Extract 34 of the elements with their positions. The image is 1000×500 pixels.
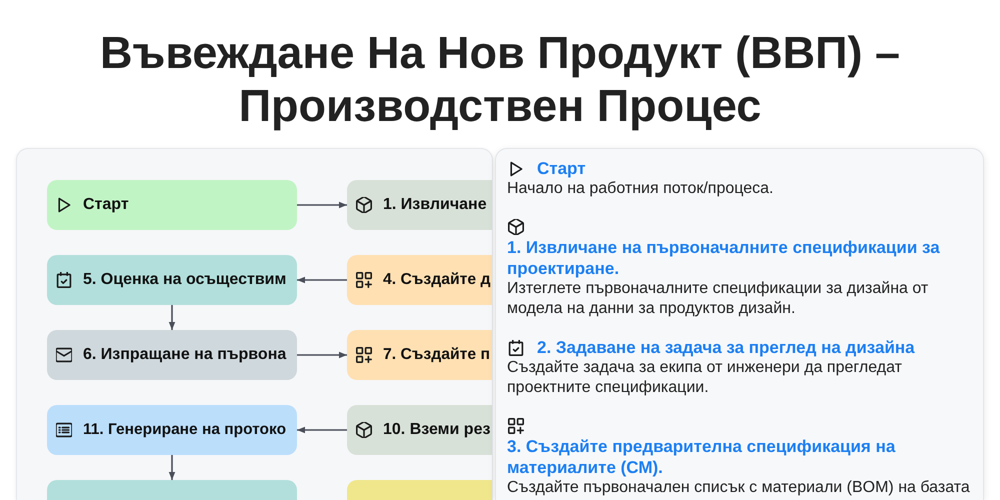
process-box	[347, 180, 492, 230]
arrow	[297, 276, 347, 284]
node-label: 4. Създайте д	[383, 271, 490, 289]
start-box	[47, 180, 297, 230]
process-box	[47, 255, 297, 305]
item-description: Изтеглете първоначалните спецификации за дизайна от модела на данни за продуктов дизайн.	[507, 279, 930, 319]
arrow	[297, 352, 347, 358]
item-description: Създайте първоначален списък с материали (BOM) на базата	[507, 478, 971, 498]
arrow	[297, 426, 347, 434]
process-box	[347, 480, 492, 500]
arrow	[168, 455, 176, 480]
node-label: 10. Вземи рез	[383, 421, 490, 439]
node-label: 6. Изпращане на първона	[83, 346, 286, 364]
node-label: 7. Създайте п	[383, 346, 490, 364]
process-box	[347, 255, 492, 305]
item-title: Старт	[537, 158, 586, 179]
detail-panel	[495, 148, 984, 500]
node-label: Старт	[83, 196, 129, 214]
process-box	[47, 405, 297, 455]
node-label: 11. Генериране на протоко	[83, 421, 286, 439]
arrow	[297, 202, 347, 208]
arrow	[168, 305, 176, 330]
node-label: 5. Оценка на осъществим	[83, 271, 286, 289]
item-title: 3. Създайте предварителна спецификация на материалите (СМ).	[507, 436, 896, 478]
item-title: 1. Извличане на първоначалните спецификации за проектиране.	[507, 237, 941, 279]
page-title: Въвеждане На Нов Продукт (ВВП) – Производствен Процес	[99, 26, 901, 132]
process-box	[47, 480, 297, 500]
node-label: 1. Извличане	[383, 196, 487, 214]
process-box	[47, 330, 297, 380]
process-box	[347, 405, 492, 455]
item-description: Начало на работния поток/процеса.	[507, 179, 774, 199]
item-description: Създайте задача за екипа от инженери да прегледат проектните спецификации.	[507, 358, 903, 398]
item-title: 2. Задаване на задача за преглед на дизайна	[537, 337, 915, 358]
process-box	[347, 330, 492, 380]
